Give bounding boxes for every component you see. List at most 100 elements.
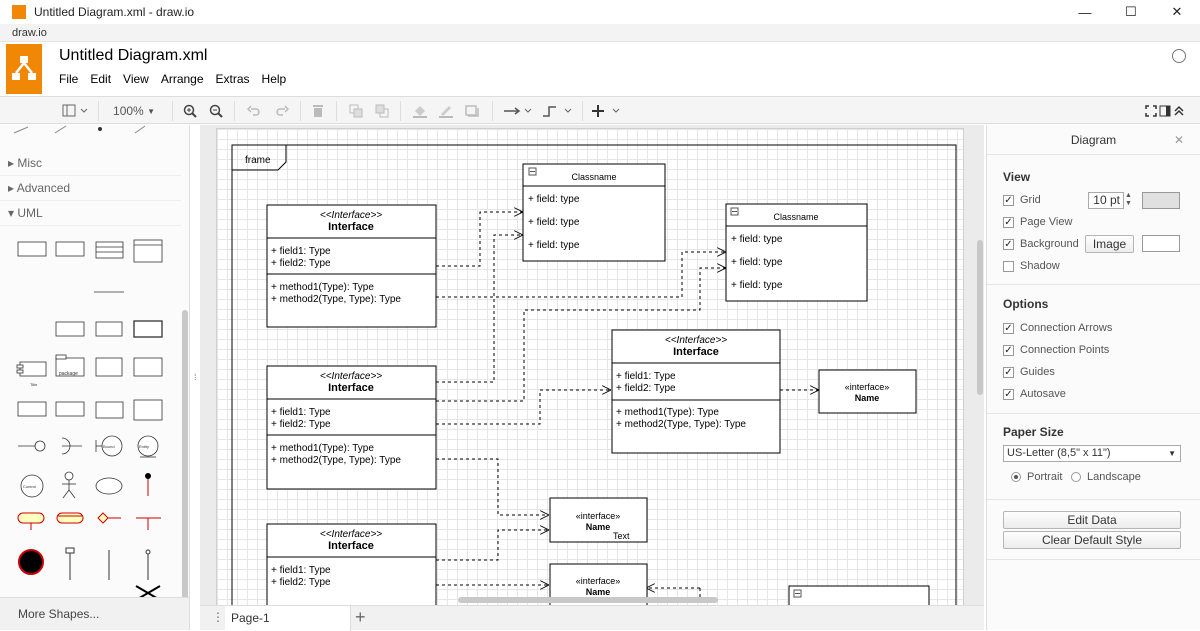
svg-text:+ method1(Type): Type: + method1(Type): Type [616,407,719,418]
menu-help[interactable]: Help [261,72,287,86]
background-checkbox[interactable]: ✓ [1003,238,1014,250]
sidebar-splitter-handle[interactable]: ⁞ [194,372,197,382]
menu-view[interactable]: View [123,72,149,86]
more-shapes-button[interactable]: More Shapes... [0,597,189,630]
svg-text:Control: Control [23,484,36,489]
minimize-button[interactable]: — [1078,4,1092,20]
maximize-button[interactable]: ☐ [1125,4,1137,19]
svg-text:«interface»: «interface» [576,511,621,521]
classname-box-2[interactable]: Classname + field: type + field: type + … [725,203,868,302]
portrait-radio[interactable] [1011,472,1021,482]
connection-points-option[interactable]: ✓Connection Points [1003,344,1110,356]
connection-arrows-option[interactable]: ✓Connection Arrows [1003,322,1113,334]
zoom-in-button[interactable] [180,101,200,121]
sidebar-section-uml[interactable]: ▾ UML [0,201,181,226]
diagram-canvas[interactable]: frame <<Interface>> Interface + field1: … [200,125,984,605]
clear-default-style-button[interactable]: Clear Default Style [1003,531,1181,549]
sidebar-section-misc[interactable]: ▸ Misc [0,151,181,176]
grid-option[interactable]: ✓Grid [1003,194,1041,206]
background-image-button[interactable]: Image [1085,235,1134,253]
to-front-button[interactable] [346,101,366,121]
grid-size-input[interactable]: 10 pt [1088,192,1124,209]
svg-text:«interface»: «interface» [845,382,890,392]
grid-size-spinner[interactable]: ▲▼ [1125,192,1132,207]
grid-color-swatch[interactable] [1142,192,1180,209]
paper-size-section-title: Paper Size [1003,425,1064,439]
canvas-horizontal-scrollbar[interactable] [458,597,718,603]
shadow-option[interactable]: Shadow [1003,260,1060,272]
zoom-out-button[interactable] [206,101,226,121]
uml-frame[interactable]: frame [231,144,957,605]
background-color-swatch[interactable] [1142,235,1180,252]
grid-checkbox[interactable]: ✓ [1003,194,1014,206]
shadow-icon [465,105,479,117]
collapse-button[interactable] [1172,101,1186,121]
fill-color-button[interactable] [410,101,430,121]
interface-class-3[interactable]: <<Interface>> Interface + field1: Type +… [266,523,437,605]
line-color-button[interactable] [436,101,456,121]
zoom-select[interactable]: 100% ▼ [113,104,155,118]
sidebar-scrollbar[interactable] [182,310,188,620]
view-panels-button[interactable] [60,101,90,121]
page-view-checkbox[interactable]: ✓ [1003,216,1014,228]
text-label: Text [613,531,630,541]
svg-text:Name: Name [586,587,611,597]
menu-arrange[interactable]: Arrange [160,72,204,86]
format-panel-button[interactable] [1158,101,1172,121]
redo-button[interactable] [272,101,292,121]
svg-text:+ field2: Type: + field2: Type [271,258,331,269]
zoom-level: 100% [113,104,144,118]
small-interface-right[interactable]: «interface» Name [818,369,917,414]
double-chevron-up-icon [1174,105,1184,116]
connection-points-checkbox[interactable]: ✓ [1003,344,1014,356]
interface-class-2[interactable]: <<Interface>> Interface + field1: Type +… [266,365,437,490]
add-page-button[interactable]: + [355,607,366,627]
close-panel-icon[interactable]: ✕ [1173,133,1184,147]
small-interface-middle[interactable]: «interface» Name Text [549,497,648,543]
edit-data-button[interactable]: Edit Data [1003,511,1181,529]
classname-box-3[interactable] [788,585,930,605]
language-globe-icon[interactable] [1172,49,1186,63]
classname-box-1[interactable]: Classname + field: type + field: type + … [522,163,666,262]
background-option[interactable]: ✓Background [1003,238,1079,250]
fullscreen-button[interactable] [1144,101,1158,121]
connection-style-button[interactable] [502,101,534,121]
landscape-radio[interactable] [1071,472,1081,482]
sidebar-line-shapes[interactable] [0,125,180,135]
menu-file[interactable]: File [59,72,79,86]
menu-extras[interactable]: Extras [215,72,250,86]
options-section-title: Options [1003,297,1049,311]
portrait-option[interactable]: Portrait [1011,471,1062,483]
paper-size-select[interactable]: US-Letter (8,5" x 11") [1003,445,1181,462]
interface-class-4[interactable]: <<Interface>> Interface + field1: Type +… [611,329,781,454]
delete-button[interactable] [308,101,328,121]
close-window-button[interactable]: ✕ [1171,4,1183,19]
menu-edit[interactable]: Edit [90,72,112,86]
page-tab-1[interactable]: Page-1 [225,606,351,631]
landscape-option[interactable]: Landscape [1071,471,1141,483]
uml-shape-palette[interactable]: Title package Control Entity Bound [0,230,180,600]
shadow-checkbox[interactable] [1003,260,1014,272]
page-menu-icon[interactable]: ⋮ [212,610,224,624]
guides-checkbox[interactable]: ✓ [1003,366,1014,378]
arrow-right-icon [504,107,532,115]
shadow-button[interactable] [462,101,482,121]
trash-icon [313,105,323,117]
sidebar-section-advanced[interactable]: ▸ Advanced [0,176,181,201]
undo-button[interactable] [244,101,264,121]
main-menu: File Edit View Arrange Extras Help [59,72,286,86]
diagram-svg[interactable]: frame <<Interface>> Interface + field1: … [200,125,984,605]
interface-class-1[interactable]: <<Interface>> Interface + field1: Type +… [266,204,437,328]
guides-option[interactable]: ✓Guides [1003,366,1055,378]
autosave-option[interactable]: ✓Autosave [1003,388,1066,400]
autosave-checkbox[interactable]: ✓ [1003,388,1014,400]
app-menu-label[interactable]: draw.io [12,27,47,39]
connection-arrows-checkbox[interactable]: ✓ [1003,322,1014,334]
dependency-edges[interactable] [436,212,818,605]
insert-button[interactable] [590,101,624,121]
to-back-button[interactable] [372,101,392,121]
page-view-option[interactable]: ✓Page View [1003,216,1073,228]
canvas-vertical-scrollbar[interactable] [977,240,983,395]
document-title[interactable]: Untitled Diagram.xml [59,47,208,64]
waypoints-button[interactable] [540,101,574,121]
